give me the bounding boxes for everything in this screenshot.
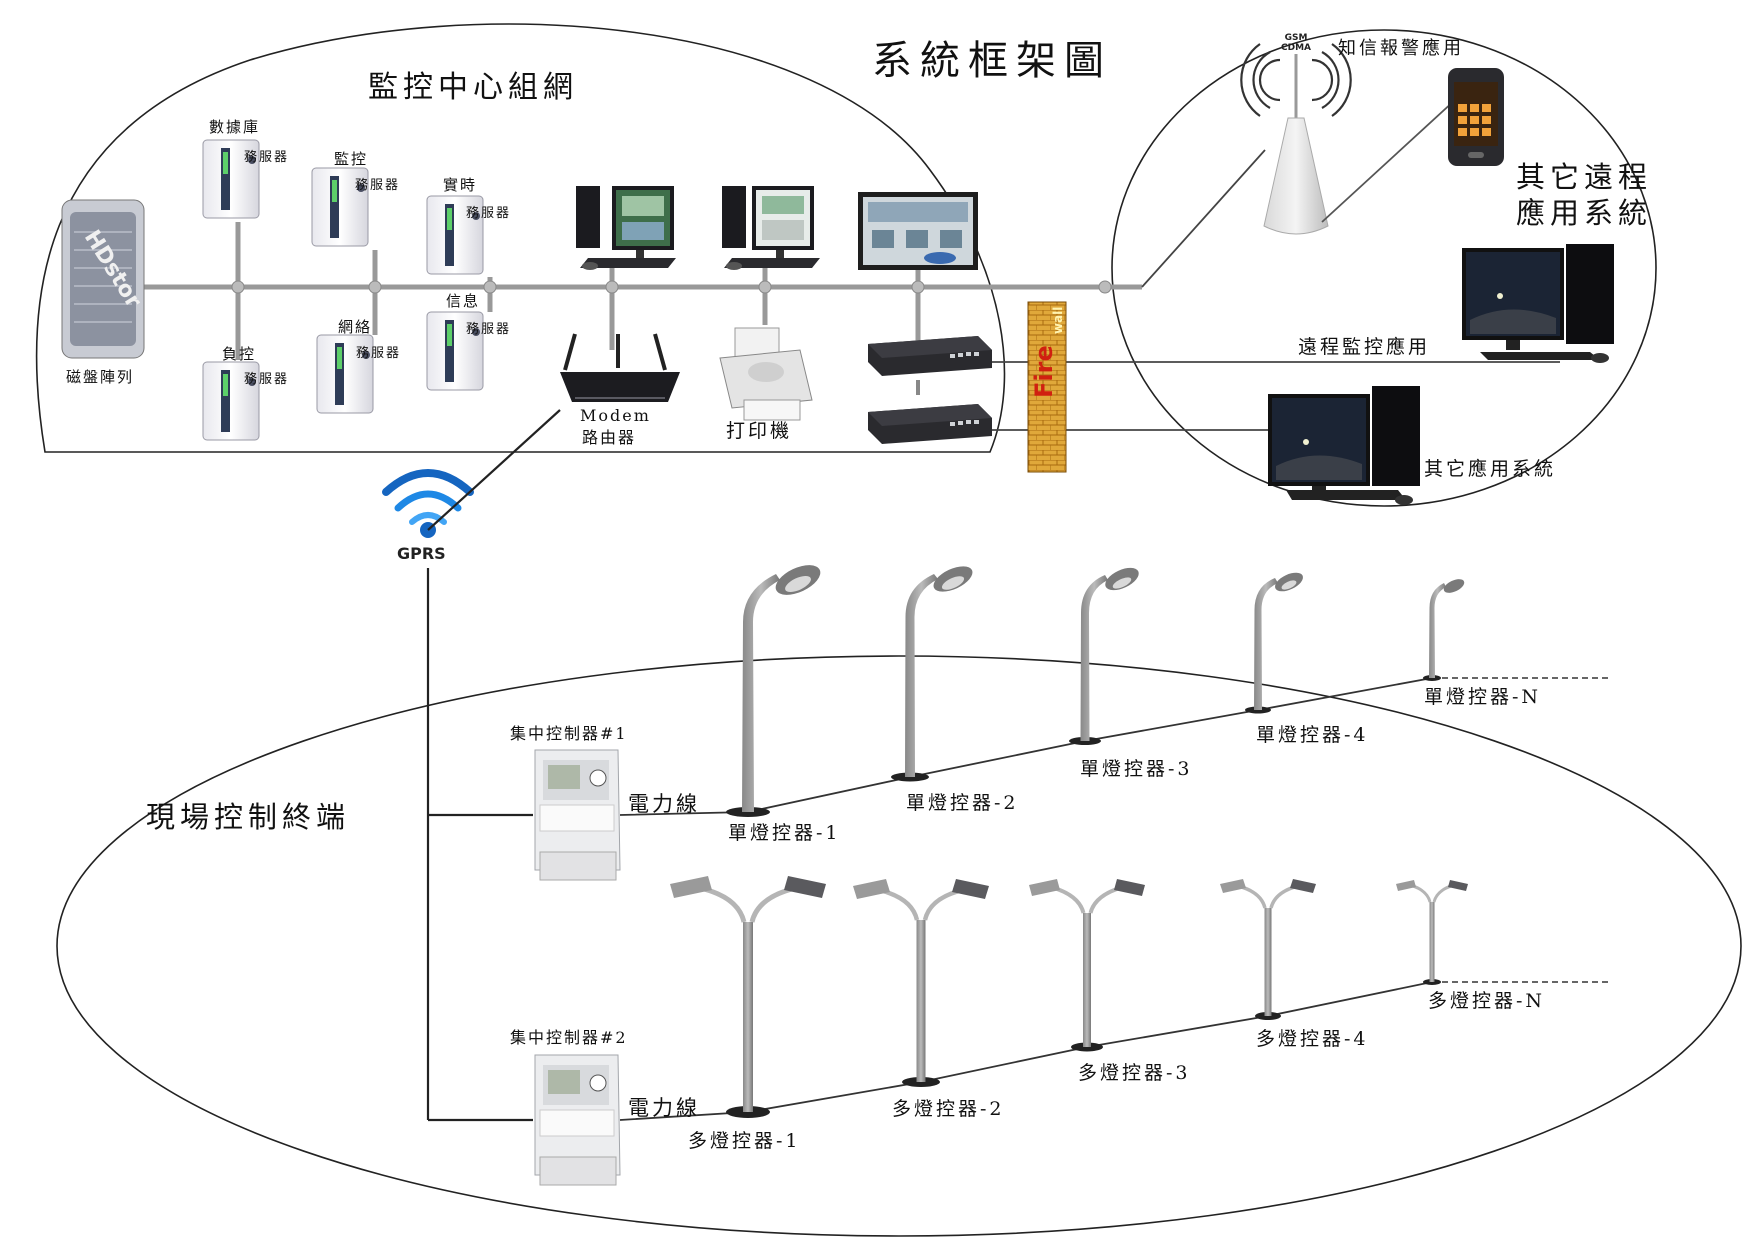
video-wall-screen bbox=[858, 192, 978, 270]
single-controller-3-label: 單燈控器-3 bbox=[1080, 758, 1193, 780]
modem-router bbox=[560, 333, 680, 402]
multi-lamp-n bbox=[1396, 880, 1468, 985]
field-region bbox=[56, 655, 1742, 1237]
remote-monitor-pc bbox=[1462, 244, 1614, 363]
single-controller-4-label: 單燈控器-4 bbox=[1256, 724, 1369, 746]
concentrator-2 bbox=[534, 1054, 621, 1186]
multi-controller-3-label: 多燈控器-3 bbox=[1078, 1062, 1191, 1084]
printer bbox=[719, 327, 813, 421]
server-database bbox=[202, 139, 260, 219]
controller-1-label: 集中控制器#1 bbox=[510, 724, 628, 743]
server-network-top: 網絡 bbox=[338, 318, 373, 336]
controller-2-label: 集中控制器#2 bbox=[510, 1028, 628, 1047]
server-load-control bbox=[202, 361, 260, 441]
disk-array-label: 磁盤陣列 bbox=[66, 368, 135, 386]
workstation-2 bbox=[722, 186, 820, 270]
network-switch-2 bbox=[868, 404, 992, 444]
printer-label: 打印機 bbox=[726, 420, 793, 442]
monitor-center-region bbox=[35, 23, 1006, 453]
server-information bbox=[426, 311, 484, 391]
firewall: Fire wall bbox=[1027, 301, 1067, 473]
multi-lamp-2 bbox=[853, 879, 989, 1087]
single-controller-1-label: 單燈控器-1 bbox=[728, 822, 841, 844]
server-realtime-top: 實時 bbox=[443, 176, 478, 194]
diagram-title: 系統框架圖 bbox=[872, 38, 1112, 84]
single-lamp-poles bbox=[726, 565, 1465, 817]
other-system-pc bbox=[1268, 386, 1420, 505]
multi-controller-n-label: 多燈控器-N bbox=[1428, 990, 1546, 1012]
server-realtime-label: 務服器 bbox=[466, 206, 512, 221]
server-load-control-label: 務服器 bbox=[244, 372, 290, 387]
server-load-control-top: 負控 bbox=[222, 345, 257, 363]
network-switch-1 bbox=[868, 336, 992, 376]
gsm-cdma-tower: GSM CDMA bbox=[1240, 33, 1352, 235]
multi-lamp-3 bbox=[1029, 879, 1145, 1052]
server-information-top: 信息 bbox=[446, 292, 481, 310]
multi-lamp-1 bbox=[670, 876, 826, 1118]
server-realtime bbox=[426, 195, 484, 275]
gprs-label: GPRS bbox=[397, 544, 446, 563]
firewall-text: Fire bbox=[1030, 345, 1058, 398]
servers bbox=[202, 139, 484, 441]
single-lamp-1 bbox=[726, 565, 821, 817]
server-monitor bbox=[311, 167, 369, 247]
power-line-label-2: 電力線 bbox=[628, 1096, 700, 1120]
disk-array: HDstor bbox=[61, 199, 146, 359]
server-network bbox=[316, 334, 374, 414]
other-remote-line1: 其它遠程 bbox=[1516, 160, 1653, 194]
field-terminal-title: 現場控制終端 bbox=[146, 800, 351, 834]
other-remote-line2: 應用系統 bbox=[1516, 196, 1653, 230]
multi-controller-1-label: 多燈控器-1 bbox=[688, 1130, 801, 1152]
gprs-links bbox=[426, 409, 561, 1122]
tower-label-gsm: GSM bbox=[1285, 33, 1308, 43]
server-network-label: 務服器 bbox=[356, 346, 402, 361]
sms-alarm-label: 知信報警應用 bbox=[1338, 38, 1464, 59]
server-information-label: 務服器 bbox=[466, 322, 512, 337]
router-label-name: 路由器 bbox=[582, 428, 637, 447]
other-system-label: 其它應用系統 bbox=[1424, 458, 1557, 480]
multi-lamp-4 bbox=[1220, 879, 1316, 1020]
server-database-top: 數據庫 bbox=[209, 118, 261, 136]
bus-nodes bbox=[231, 280, 1112, 294]
single-lamp-2 bbox=[891, 566, 973, 782]
continuation-lines bbox=[1432, 677, 1612, 983]
power-line-label-1: 電力線 bbox=[628, 792, 700, 816]
single-controller-n-label: 單燈控器-N bbox=[1424, 686, 1542, 708]
multi-controller-2-label: 多燈控器-2 bbox=[892, 1098, 1005, 1120]
remote-monitor-label: 遠程監控應用 bbox=[1298, 336, 1431, 358]
router-label-modem: Modem bbox=[580, 406, 651, 425]
single-lamp-n bbox=[1423, 579, 1465, 681]
firewall-subtext: wall bbox=[1051, 307, 1065, 334]
remote-region bbox=[1111, 29, 1657, 507]
server-database-label: 務服器 bbox=[244, 150, 290, 165]
multi-controller-4-label: 多燈控器-4 bbox=[1256, 1028, 1369, 1050]
server-monitor-top: 監控 bbox=[334, 150, 369, 168]
single-lamp-4 bbox=[1245, 572, 1303, 714]
single-controller-2-label: 單燈控器-2 bbox=[906, 792, 1019, 814]
tower-label-cdma: CDMA bbox=[1281, 43, 1311, 53]
gprs-wireless-icon bbox=[382, 469, 474, 538]
monitor-center-title: 監控中心組網 bbox=[368, 70, 578, 105]
workstation-1 bbox=[576, 186, 676, 270]
mobile-phone bbox=[1448, 68, 1504, 166]
concentrator-1 bbox=[534, 749, 621, 881]
multi-lamp-poles bbox=[670, 876, 1468, 1118]
server-monitor-label: 務服器 bbox=[355, 178, 401, 193]
single-lamp-3 bbox=[1069, 567, 1139, 745]
